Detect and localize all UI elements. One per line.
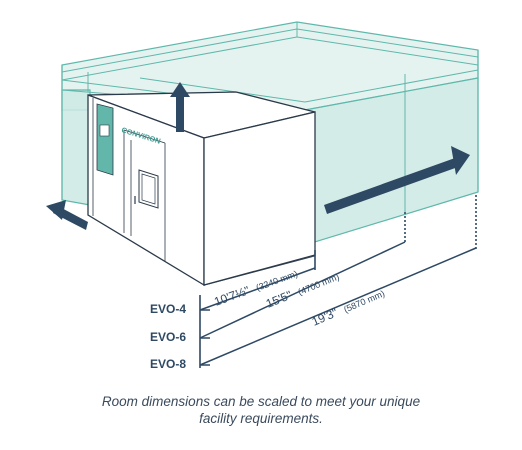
dimension-lines <box>199 195 477 368</box>
left-arrow-icon <box>46 200 88 230</box>
right-arrow-icon <box>324 146 470 214</box>
chamber-box <box>87 91 316 287</box>
expansion-left-face <box>61 89 91 206</box>
evo-6-dimension-metric: (4700 mm) <box>297 272 341 298</box>
up-arrow-icon <box>170 82 190 132</box>
evo-8-label: EVO-8 <box>150 357 186 371</box>
evo-6-dimension-line <box>199 241 406 339</box>
expansion-volume <box>61 21 479 246</box>
evo-8-dimension-line <box>199 247 477 366</box>
evo-6-label: EVO-6 <box>150 330 186 344</box>
control-panel <box>96 103 114 176</box>
door-window <box>138 169 159 209</box>
evo-6-dimension-label: 15'5" (4700 mm) <box>263 267 341 312</box>
caption: Room dimensions can be scaled to meet yo… <box>0 393 522 427</box>
evo-6-dimension-imperial: 15'5" <box>264 288 294 311</box>
evo-8-dimension-imperial: 19'3" <box>310 305 340 328</box>
evo-8-dimension-label: 19'3" (5870 mm) <box>309 284 387 330</box>
control-panel-screen <box>99 124 110 137</box>
evo-4-dimension-imperial: 10'7½" <box>212 283 251 309</box>
chamber-side-face <box>203 111 316 286</box>
caption-line-1: Room dimensions can be scaled to meet yo… <box>101 394 421 409</box>
evo-4-dimension-line <box>199 267 316 311</box>
evo-4-label: EVO-4 <box>150 302 186 316</box>
caption-line-2: facility requirements. <box>199 411 323 426</box>
